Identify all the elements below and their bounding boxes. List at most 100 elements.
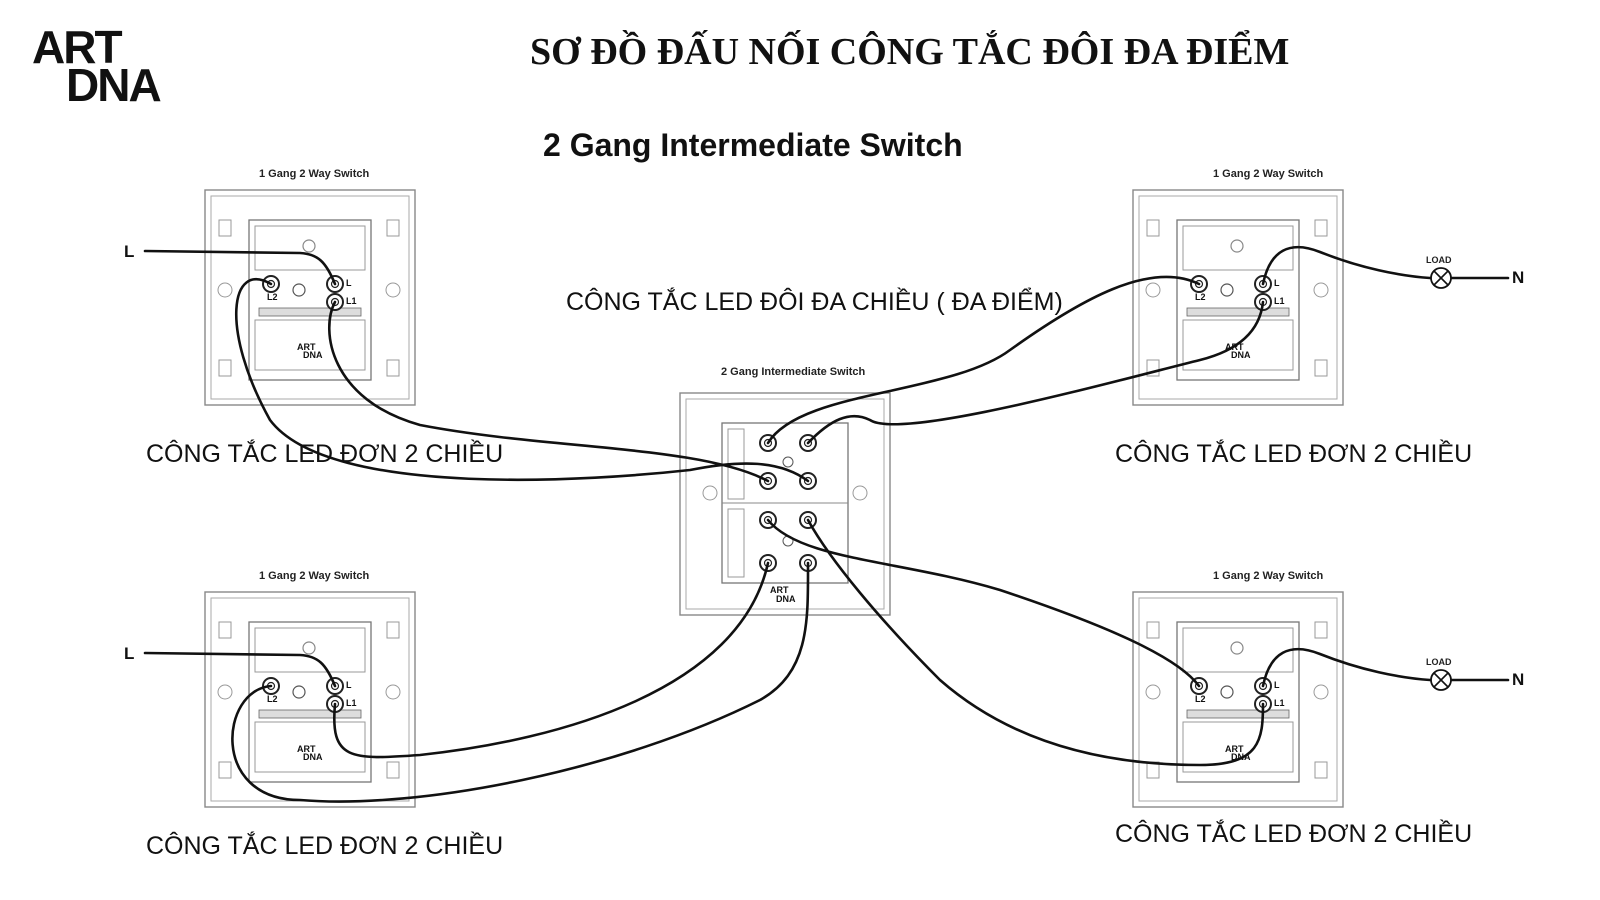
wire-tr-load <box>1261 245 1432 286</box>
screw-hole <box>385 282 401 298</box>
mount-slot <box>1314 621 1328 639</box>
module-bottom-section <box>1182 319 1294 371</box>
mount-slot <box>386 761 400 779</box>
terminal-label-l: L <box>1274 680 1280 690</box>
module-label-strip <box>258 709 362 719</box>
module-brand-line2: DNA <box>303 752 323 762</box>
switch-plate-inner-frame <box>1138 597 1338 802</box>
module-brand-line2: DNA <box>303 350 323 360</box>
wire-tr-l1 <box>806 300 1265 445</box>
module-brand-line1: ART <box>297 744 316 754</box>
led-indicator <box>1220 685 1234 699</box>
center-terminal-a4-screw <box>803 476 813 486</box>
diagram-subtitle: 2 Gang Intermediate Switch <box>543 127 963 163</box>
wire-live-top <box>143 249 337 286</box>
center-brand-line1: ART <box>770 585 789 595</box>
switch-label-top-left: 1 Gang 2 Way Switch <box>259 168 370 180</box>
load-lamp-bottom <box>1430 669 1452 691</box>
switch-caption-top-left: CÔNG TẮC LED ĐƠN 2 CHIỀU <box>146 440 504 468</box>
brand-logo: ART DNA <box>30 21 175 112</box>
terminal-l-screw <box>330 681 340 691</box>
switch-plate-frame <box>1132 189 1344 406</box>
page-title: SƠ ĐỒ ĐẤU NỐI CÔNG TẮC ĐÔI ĐA ĐIỂM <box>530 31 1290 73</box>
terminal-l2-screw <box>266 279 276 289</box>
module-brand-line1: ART <box>1225 744 1244 754</box>
module-label-strip <box>258 307 362 317</box>
wire-tl-l2 <box>234 277 810 483</box>
terminal-label-l: L <box>346 278 352 288</box>
switch-plate-frame <box>204 189 416 406</box>
terminal-l1-screw <box>330 297 340 307</box>
screw-hole <box>1145 282 1161 298</box>
module-top-section <box>254 627 366 673</box>
mount-slot <box>386 359 400 377</box>
mount-slot <box>386 621 400 639</box>
terminal-label-l2: L2 <box>1195 694 1206 704</box>
center-terminal-a2-screw <box>803 438 813 448</box>
mount-slot <box>1314 761 1328 779</box>
wire-live-bottom <box>143 651 337 688</box>
center-plate-frame <box>679 392 891 616</box>
center-led-indicator <box>782 456 794 468</box>
mount-slot <box>218 219 232 237</box>
mount-slot <box>218 761 232 779</box>
switch-module <box>248 621 372 783</box>
switch-plate-frame <box>1132 591 1344 808</box>
module-label-strip <box>1186 709 1290 719</box>
switch-module <box>248 219 372 381</box>
wire-bl-l1 <box>333 561 770 759</box>
terminal-label-l1: L1 <box>346 698 357 708</box>
mount-slot <box>1314 359 1328 377</box>
center-terminal-b2-screw <box>803 515 813 525</box>
switch-label-bottom-left: 1 Gang 2 Way Switch <box>259 570 370 582</box>
center-brand-line2: DNA <box>776 594 796 604</box>
switch-module <box>1176 219 1300 381</box>
terminal-label-l: L <box>1274 278 1280 288</box>
load-label-bottom: LOAD <box>1426 657 1452 667</box>
terminal-label-l1: L1 <box>1274 296 1285 306</box>
module-bottom-section <box>1182 721 1294 773</box>
load-lamp-top <box>1430 267 1452 289</box>
screw-hole <box>385 684 401 700</box>
wire-br-l2 <box>766 518 1201 688</box>
center-terminal-a3-screw <box>763 476 773 486</box>
wire-bl-l2 <box>231 561 810 803</box>
module-screw <box>1230 641 1244 655</box>
wire-br-load <box>1261 647 1432 688</box>
mount-slot <box>1146 621 1160 639</box>
terminal-l-screw <box>330 279 340 289</box>
switch-caption-top-right: CÔNG TẮC LED ĐƠN 2 CHIỀU <box>1115 440 1473 468</box>
center-side-strip <box>727 508 745 578</box>
center-switch-caption: CÔNG TẮC LED ĐÔI ĐA CHIỀU ( ĐA ĐIỂM) <box>566 288 1063 316</box>
mount-slot <box>1146 219 1160 237</box>
module-brand-line2: DNA <box>1231 350 1251 360</box>
module-brand-line1: ART <box>297 342 316 352</box>
screw-hole <box>1145 684 1161 700</box>
brand-logo-line1: ART <box>32 21 123 73</box>
terminal-label-l1: L1 <box>346 296 357 306</box>
switch-module <box>1176 621 1300 783</box>
led-indicator <box>1220 283 1234 297</box>
switch-caption-bottom-left: CÔNG TẮC LED ĐƠN 2 CHIỀU <box>146 832 504 860</box>
led-indicator <box>292 685 306 699</box>
lamp-cross <box>1433 270 1449 286</box>
switch-label-top-right: 1 Gang 2 Way Switch <box>1213 168 1324 180</box>
screw-hole <box>852 485 868 501</box>
module-screw <box>302 641 316 655</box>
terminal-label-l2: L2 <box>267 292 278 302</box>
brand-logo-line2: DNA <box>66 59 162 111</box>
lamp-cross <box>1433 672 1449 688</box>
live-label-top: L <box>124 242 135 261</box>
live-label-bottom: L <box>124 644 135 663</box>
terminal-label-l2: L2 <box>1195 292 1206 302</box>
center-switch-label: 2 Gang Intermediate Switch <box>721 366 866 378</box>
center-terminal-b1-screw <box>763 515 773 525</box>
module-bottom-section <box>254 721 366 773</box>
module-top-section <box>254 225 366 271</box>
led-indicator <box>292 283 306 297</box>
mount-slot <box>1146 359 1160 377</box>
